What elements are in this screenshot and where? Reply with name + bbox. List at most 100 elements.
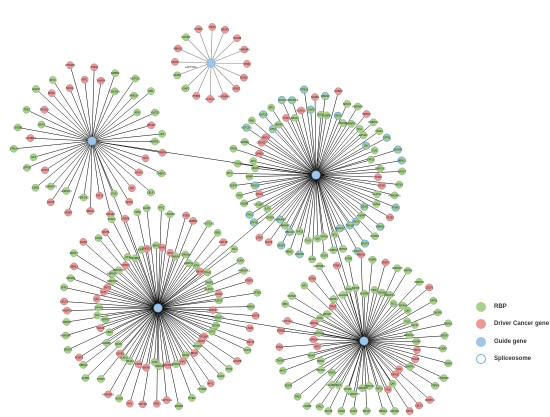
gene-label: KHSRP — [360, 292, 369, 296]
network-edge — [210, 62, 237, 89]
gene-label: MBNL1 — [379, 409, 388, 413]
network-edge — [157, 254, 186, 309]
rbp-node — [181, 351, 190, 360]
network-edge — [64, 301, 159, 309]
gene-label: NCL — [332, 232, 338, 236]
network-edge — [138, 307, 159, 365]
driver-gene-node — [415, 401, 423, 410]
network-edge — [270, 107, 317, 176]
rbp-node — [157, 203, 166, 212]
driver-gene-node — [141, 154, 150, 163]
rbp-node — [110, 189, 118, 198]
gene-label: MYC — [50, 78, 56, 82]
rbp-node — [308, 255, 316, 264]
network-edge — [198, 29, 212, 64]
legend-item-driver: Driver Cancer gene — [476, 316, 550, 333]
driver-gene-node — [206, 95, 215, 103]
gene-label: KHSRP — [357, 214, 366, 218]
gene-label: CDKN2A — [180, 252, 191, 256]
network-edge — [157, 215, 187, 309]
rbp-node — [376, 164, 385, 173]
rbp-node — [293, 392, 302, 401]
gene-label: PTBP1 — [245, 279, 254, 283]
gene-label: CTNNB1 — [197, 387, 208, 391]
gene-label: NRAS — [159, 246, 166, 250]
gene-label: KMT2D — [151, 110, 160, 114]
rbp-node — [344, 254, 353, 263]
gene-label: U2AF2 — [181, 86, 190, 90]
spliceosome-node — [333, 111, 342, 120]
network-edge — [91, 90, 152, 142]
gene-label: NOTCH1 — [130, 77, 141, 81]
network-edge — [83, 140, 93, 198]
gene-label: YBX1 — [335, 114, 342, 118]
driver-gene-node — [116, 349, 124, 358]
gene-label: KRAS — [38, 123, 45, 127]
network-edge — [315, 128, 361, 176]
legend-label-driver: Driver Cancer gene — [494, 321, 550, 327]
driver-gene-node — [147, 121, 156, 130]
gene-label: EWSR1 — [295, 252, 305, 256]
network-edge — [17, 127, 93, 142]
gene-label: PCBP2 — [439, 347, 448, 351]
network-edge — [91, 140, 152, 193]
gene-label: PIK3CA — [193, 344, 202, 348]
network-edge — [157, 306, 251, 309]
rbp-node — [375, 384, 383, 393]
gene-label: APC — [168, 251, 173, 255]
network-edge — [111, 219, 159, 309]
network-edge — [91, 112, 156, 142]
gene-label: EWSR1 — [433, 310, 443, 314]
network-edge — [91, 133, 163, 142]
gene-label: NCL — [391, 301, 397, 305]
rbp-node — [217, 372, 225, 380]
network-edge — [103, 291, 159, 309]
driver-gene-node — [310, 319, 318, 327]
gene-label: QKI — [130, 186, 135, 190]
gene-label: TRA2B — [346, 223, 355, 227]
gene-label: RB1 — [283, 302, 289, 306]
gene-label: PRPF8 — [339, 247, 348, 251]
gene-label: APC — [315, 345, 320, 349]
network-edge — [157, 214, 171, 309]
network-edge — [79, 307, 159, 358]
network-edge — [282, 340, 365, 372]
rbp-node — [126, 357, 134, 366]
gene-label: NCL — [143, 156, 149, 160]
network-edge — [246, 127, 317, 176]
gene-label: NOTCH1 — [161, 398, 172, 402]
driver-gene-node — [240, 73, 248, 82]
network-edge — [315, 113, 367, 176]
network-edge — [259, 153, 317, 176]
network-edge — [66, 307, 159, 323]
gene-label: TAF15 — [375, 387, 383, 391]
network-edge — [84, 79, 93, 142]
network-edge — [362, 340, 365, 389]
rbp-node — [353, 102, 362, 111]
network-edge — [157, 307, 167, 401]
network-edge — [253, 174, 317, 223]
rbp-node — [370, 286, 379, 294]
rbp-node — [315, 262, 324, 271]
network-edge — [210, 62, 244, 78]
network-edge — [185, 62, 212, 89]
network-edge — [157, 307, 256, 317]
network-edge — [315, 174, 362, 216]
rbp-node — [323, 310, 332, 318]
driver-gene-node — [135, 168, 143, 177]
network-edge — [315, 114, 322, 176]
gene-label: HNRNPC — [107, 272, 118, 276]
network-edge — [315, 174, 378, 178]
network-edge — [280, 330, 365, 342]
network-edge — [157, 223, 209, 309]
network-edge — [157, 220, 194, 309]
gene-label: PCBP2 — [371, 234, 380, 238]
gene-label: EWSR1 — [393, 148, 403, 152]
gene-label: CPSF6 — [212, 323, 221, 327]
driver-gene-node — [384, 385, 392, 394]
network-edge — [347, 340, 365, 390]
rbp-node — [274, 120, 283, 129]
network-edge — [233, 148, 317, 176]
rbp-node — [291, 114, 299, 122]
network-edge — [91, 67, 95, 142]
